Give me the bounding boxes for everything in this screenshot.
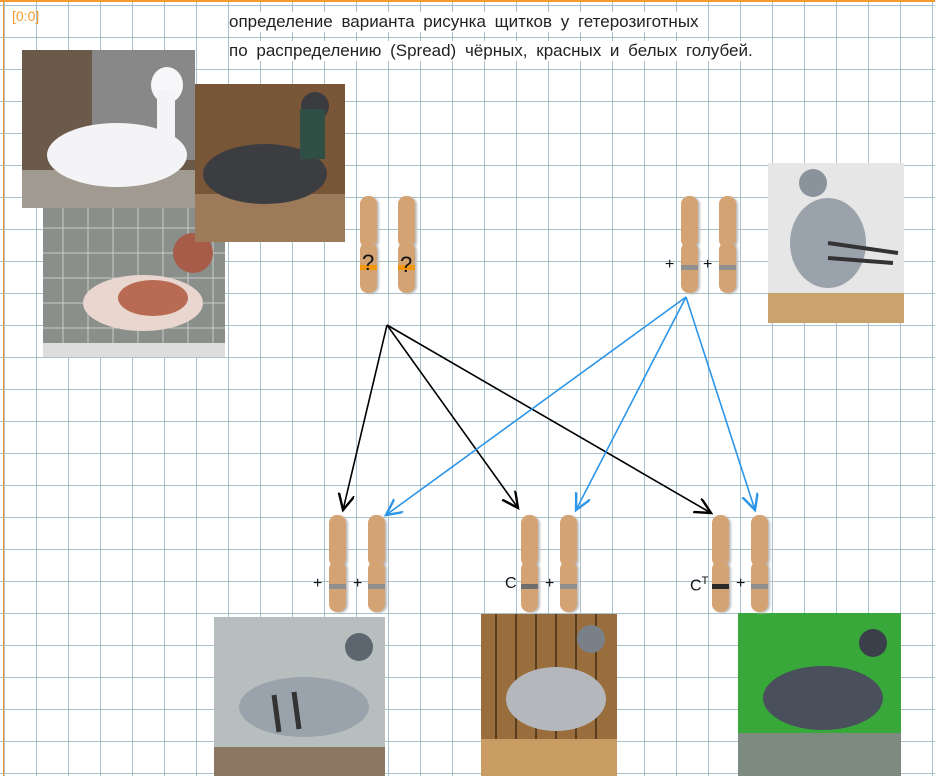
chromosome [751, 515, 768, 612]
allele-superscript: T [701, 575, 709, 587]
blue-bar-pigeon-photo [768, 163, 904, 323]
black-arrow-2 [386, 324, 518, 508]
checker-offspring-pigeon-photo [481, 614, 617, 776]
allele-label: + [665, 256, 675, 273]
chromosome [368, 515, 385, 612]
black-pigeon-photo [195, 84, 345, 242]
allele-label: + [353, 575, 363, 592]
t-check-offspring-pigeon-photo [738, 613, 901, 776]
gene-band [368, 584, 385, 589]
gene-band [560, 584, 577, 589]
allele-letter: C [690, 577, 702, 595]
chromosome [521, 515, 538, 612]
gene-band [712, 584, 729, 589]
title-line-1: определение варианта рисунка щитков у ге… [229, 12, 699, 32]
white-pigeon-photo [22, 50, 195, 208]
chromosome [719, 196, 736, 293]
blue-arrow-3 [685, 296, 755, 510]
chromosome [712, 515, 729, 612]
title-line-2: по распределению (Spread) чёрных, красны… [229, 41, 753, 61]
chromosome [329, 515, 346, 612]
blue-arrow-2 [576, 296, 687, 510]
allele-label: ? [362, 250, 375, 275]
frame-label: [0:0] [12, 8, 40, 24]
allele-label: + [736, 575, 746, 592]
chromosome [560, 515, 577, 612]
gene-band [521, 584, 538, 589]
allele-label: ? [400, 252, 413, 277]
gene-band [719, 265, 736, 270]
allele-label: CT [690, 575, 708, 595]
black-arrow-3 [386, 324, 711, 513]
black-arrow-1 [343, 324, 388, 510]
allele-label: + [703, 256, 713, 273]
red-pied-pigeon-photo [43, 208, 225, 357]
bar-offspring-pigeon-photo [214, 617, 385, 776]
frame-left-border [3, 0, 4, 776]
allele-label: C [505, 575, 517, 592]
gene-band [329, 584, 346, 589]
chromosome [681, 196, 698, 293]
allele-label: + [313, 575, 323, 592]
allele-label: + [545, 575, 555, 592]
chromosome [360, 196, 377, 293]
frame-top-border [0, 0, 935, 2]
blue-arrow-1 [386, 296, 687, 515]
gene-band [751, 584, 768, 589]
gene-band [360, 265, 377, 270]
gene-band [398, 265, 415, 270]
chromosome [398, 196, 415, 293]
gene-band [681, 265, 698, 270]
